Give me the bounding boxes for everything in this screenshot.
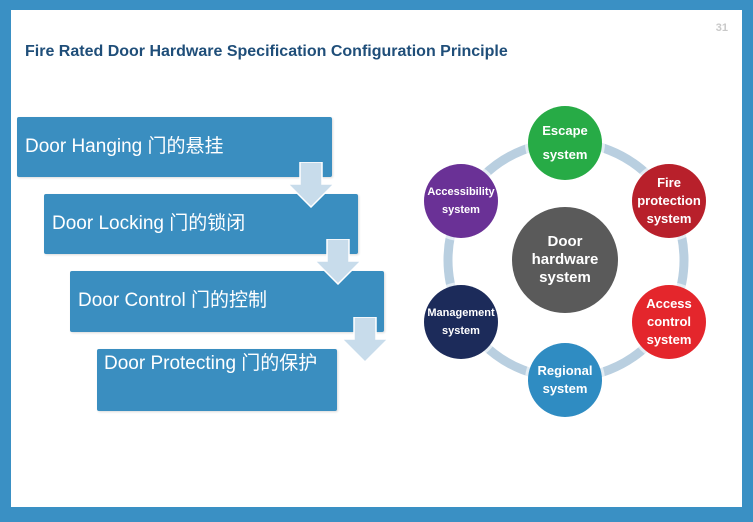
hardware-system-diagram: Door hardware system Escape system Fire … xyxy=(411,98,731,418)
down-arrow-icon xyxy=(286,162,336,208)
slide: 31 Fire Rated Door Hardware Specificatio… xyxy=(11,10,742,507)
step-door-protecting: Door Protecting 门的保护 xyxy=(97,349,337,411)
step-label: Door Protecting 门的保护 xyxy=(104,353,318,374)
down-arrow-icon xyxy=(313,239,363,285)
step-door-control: Door Control 门的控制 xyxy=(70,271,384,332)
step-door-locking: Door Locking 门的锁闭 xyxy=(44,194,358,254)
slide-title: Fire Rated Door Hardware Specification C… xyxy=(25,43,508,60)
center-node: Door hardware system xyxy=(512,207,618,313)
step-door-hanging: Door Hanging 门的悬挂 xyxy=(17,117,332,177)
node-access-control-system: Access control system xyxy=(632,285,706,359)
step-label: Door Hanging 门的悬挂 xyxy=(25,136,224,157)
step-label: Door Control 门的控制 xyxy=(78,290,267,311)
node-escape-system: Escape system xyxy=(528,106,602,180)
node-regional-system: Regional system xyxy=(528,343,602,417)
step-label: Door Locking 门的锁闭 xyxy=(52,213,246,234)
node-accessibility-system: Accessibility system xyxy=(424,164,498,238)
down-arrow-icon xyxy=(340,317,390,363)
page-number: 31 xyxy=(715,22,728,34)
node-management-system: Management system xyxy=(424,285,498,359)
node-fire-protection-system: Fire protection system xyxy=(632,164,706,238)
